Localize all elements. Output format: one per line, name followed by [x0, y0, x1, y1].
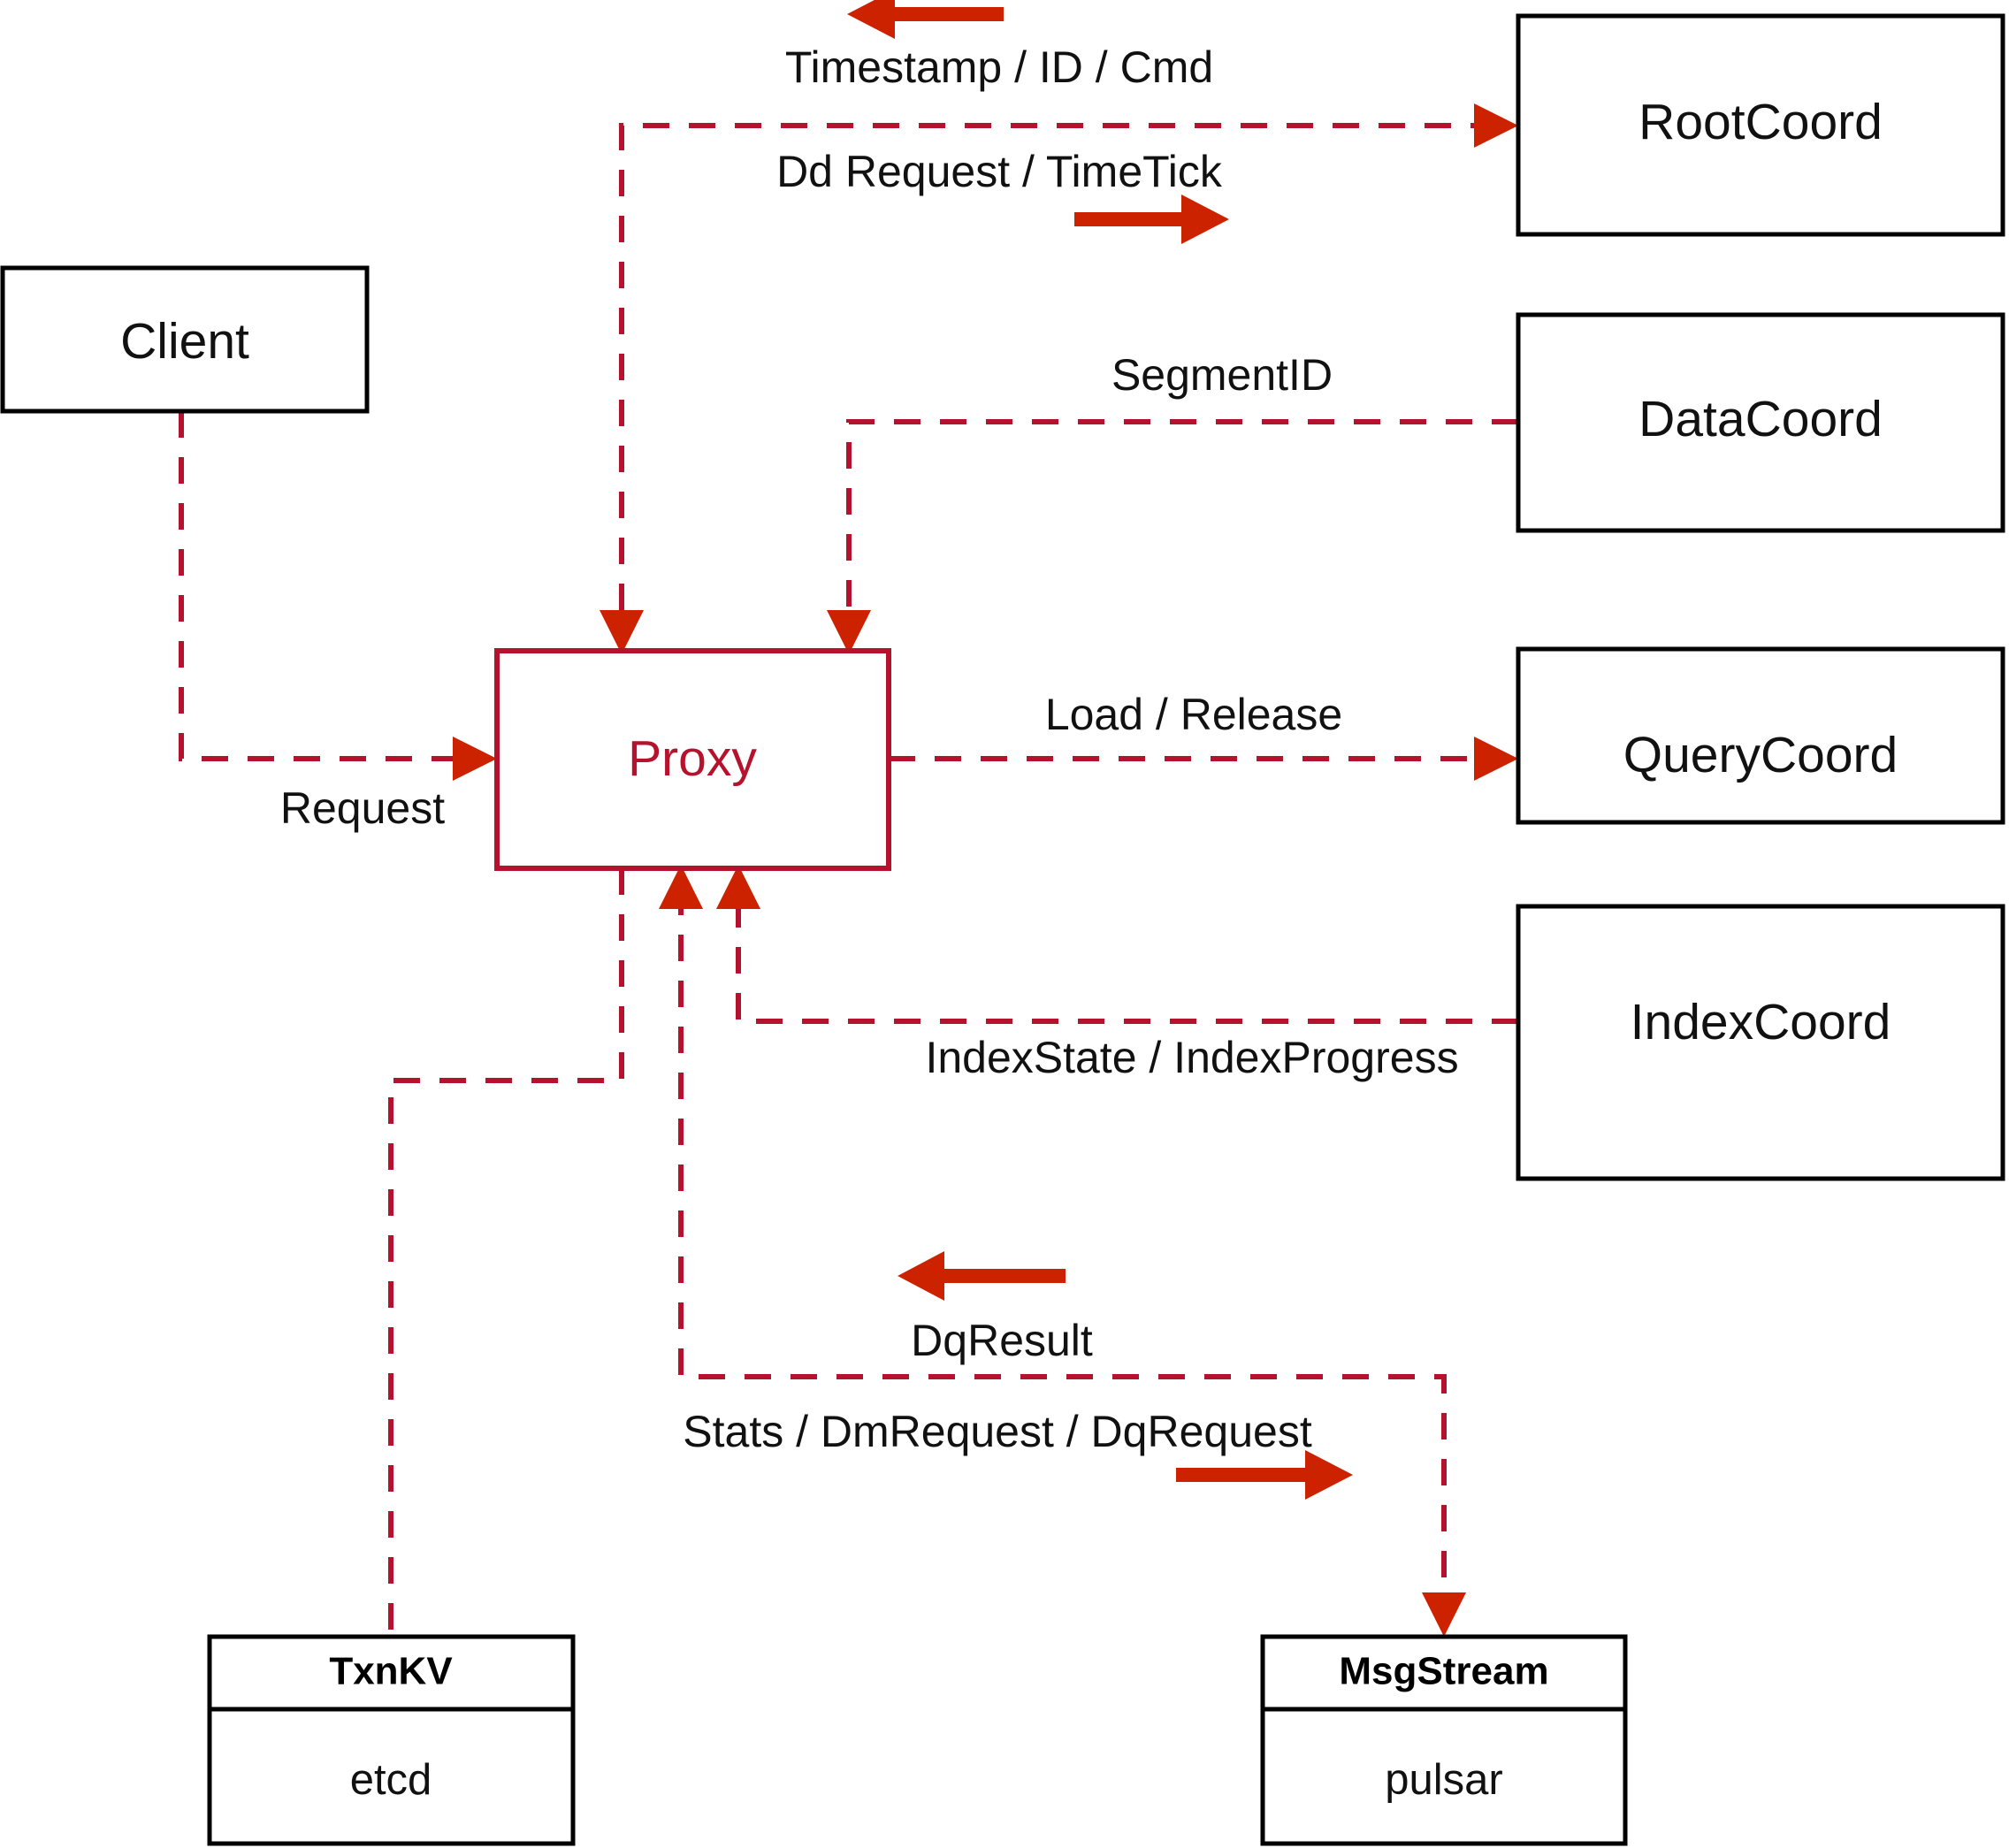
- node-client-label: Client: [120, 313, 249, 370]
- arrowhead-rootcoord-to-proxy: [600, 610, 644, 654]
- node-msgstream[interactable]: MsgStream pulsar: [1260, 1634, 1628, 1846]
- direction-arrow-stats-right: [1176, 1450, 1353, 1500]
- node-rootcoord-label: RootCoord: [1639, 94, 1883, 150]
- edge-label-dd-request-timetick: Dd Request / TimeTick: [776, 147, 1223, 196]
- direction-arrow-ddrequest-right: [1074, 195, 1229, 244]
- edge-label-stats-dm-dq-request: Stats / DmRequest / DqRequest: [683, 1407, 1312, 1456]
- node-txnkv-impl: etcd: [350, 1756, 432, 1804]
- edge-indexcoord-to-proxy: [736, 889, 1518, 1024]
- node-querycoord-label: QueryCoord: [1623, 727, 1898, 783]
- edge-proxy-to-msgstream: [678, 889, 1447, 1612]
- direction-arrow-dqresult-left: [898, 1251, 1066, 1301]
- edge-label-index-state-progress: IndexState / IndexProgress: [925, 1033, 1458, 1082]
- edge-label-request: Request: [280, 783, 445, 833]
- arrowhead-msgstream-to-proxy: [659, 865, 703, 909]
- edge-datacoord-to-proxy: [846, 419, 1518, 630]
- node-msgstream-title: MsgStream: [1339, 1650, 1548, 1693]
- edge-label-segment-id: SegmentID: [1111, 350, 1333, 400]
- node-txnkv[interactable]: TxnKV etcd: [207, 1634, 576, 1846]
- edge-proxy-to-txnkv: [388, 868, 624, 1637]
- node-indexcoord[interactable]: IndexCoord: [1516, 904, 2005, 1181]
- arrowhead-indexcoord-to-proxy: [716, 865, 760, 909]
- arrowhead-datacoord-to-proxy: [827, 610, 871, 654]
- node-txnkv-title: TxnKV: [329, 1650, 453, 1693]
- direction-arrow-timestamp-left: [847, 0, 1004, 39]
- node-msgstream-impl: pulsar: [1385, 1756, 1502, 1804]
- node-datacoord-label: DataCoord: [1639, 391, 1883, 447]
- node-indexcoord-label: IndexCoord: [1631, 994, 1891, 1050]
- node-proxy[interactable]: Proxy: [494, 648, 891, 871]
- edge-label-timestamp-id-cmd: Timestamp / ID / Cmd: [785, 42, 1213, 92]
- node-datacoord[interactable]: DataCoord: [1516, 312, 2005, 533]
- arrowhead-proxy-to-querycoord: [1474, 737, 1518, 781]
- node-proxy-label: Proxy: [628, 730, 757, 787]
- node-client[interactable]: Client: [0, 265, 370, 414]
- arrowhead-proxy-to-rootcoord: [1474, 103, 1518, 148]
- edge-label-dq-result: DqResult: [911, 1316, 1093, 1365]
- edge-label-load-release: Load / Release: [1045, 690, 1342, 739]
- arrowhead-client-to-proxy: [453, 737, 497, 781]
- node-rootcoord[interactable]: RootCoord: [1516, 13, 2005, 237]
- node-querycoord[interactable]: QueryCoord: [1516, 646, 2005, 825]
- edge-client-to-proxy: [179, 411, 473, 761]
- arrowhead-proxy-to-msgstream: [1422, 1592, 1466, 1637]
